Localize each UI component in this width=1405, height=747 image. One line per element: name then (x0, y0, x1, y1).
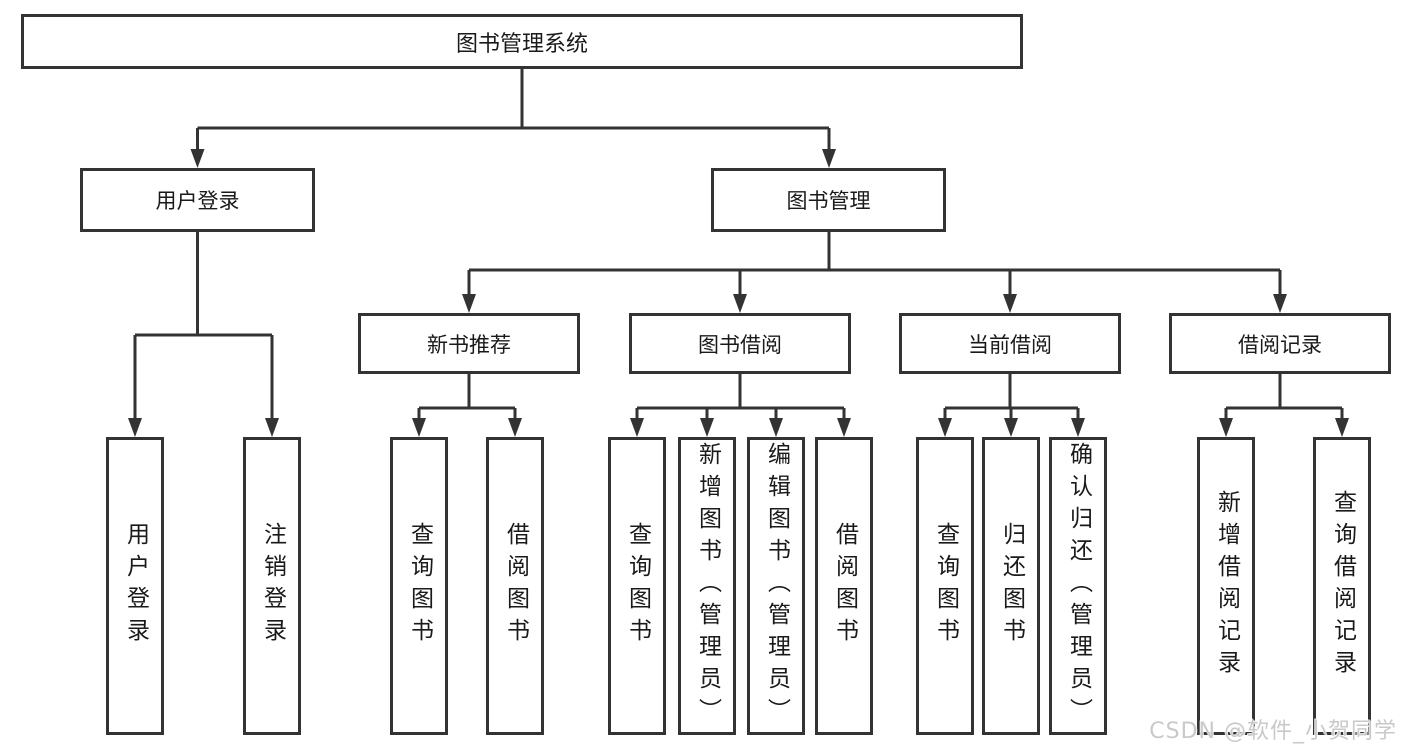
node-current-borrow: 当前借阅 (899, 313, 1121, 374)
node-label: 新增借阅记录 (1213, 490, 1240, 682)
leaf-user-login: 用户登录 (106, 437, 164, 735)
leaf-edit-books-admin: 编辑图书（管理员） (747, 437, 805, 735)
node-label: 新书推荐 (427, 332, 511, 357)
node-label: 图书借阅 (698, 332, 782, 357)
node-label: 新增图书（管理员） (694, 442, 721, 730)
node-borrow-records: 借阅记录 (1169, 313, 1391, 374)
node-label: 注销登录 (259, 522, 286, 650)
leaf-query-books-current: 查询图书 (916, 437, 974, 735)
node-root-library-system: 图书管理系统 (21, 14, 1023, 69)
node-label: 确认归还（管理员） (1065, 442, 1092, 730)
node-label: 借阅记录 (1238, 332, 1322, 357)
arrowhead-icons (128, 149, 1349, 437)
leaf-return-books: 归还图书 (982, 437, 1040, 735)
leaf-query-books-recommend: 查询图书 (390, 437, 448, 735)
node-label: 查询图书 (932, 522, 959, 650)
node-book-borrow: 图书借阅 (629, 313, 851, 374)
leaf-borrow-books-recommend: 借阅图书 (486, 437, 544, 735)
node-label: 用户登录 (155, 189, 240, 213)
node-label: 借阅图书 (502, 522, 529, 650)
node-label: 查询图书 (406, 522, 433, 650)
node-label: 图书管理系统 (455, 31, 588, 57)
node-book-management: 图书管理 (711, 168, 946, 232)
node-label: 图书管理 (786, 189, 871, 213)
leaf-borrow-books: 借阅图书 (815, 437, 873, 735)
leaf-logout: 注销登录 (243, 437, 301, 735)
node-label: 查询借阅记录 (1329, 490, 1356, 682)
node-label: 查询图书 (624, 522, 651, 650)
node-new-book-recommend: 新书推荐 (358, 313, 580, 374)
leaf-query-borrow-record: 查询借阅记录 (1313, 437, 1371, 735)
csdn-watermark: CSDN @软件_小贺同学 (1149, 719, 1397, 744)
leaf-add-books-admin: 新增图书（管理员） (678, 437, 736, 735)
node-label: 编辑图书（管理员） (763, 442, 790, 730)
node-label: 借阅图书 (831, 522, 858, 650)
leaf-query-books-borrow: 查询图书 (608, 437, 666, 735)
node-label: 用户登录 (122, 522, 149, 650)
leaf-add-borrow-record: 新增借阅记录 (1197, 437, 1255, 735)
node-label: 当前借阅 (968, 332, 1052, 357)
node-user-login: 用户登录 (80, 168, 315, 232)
leaf-confirm-return-admin: 确认归还（管理员） (1049, 437, 1107, 735)
node-label: 归还图书 (998, 522, 1025, 650)
